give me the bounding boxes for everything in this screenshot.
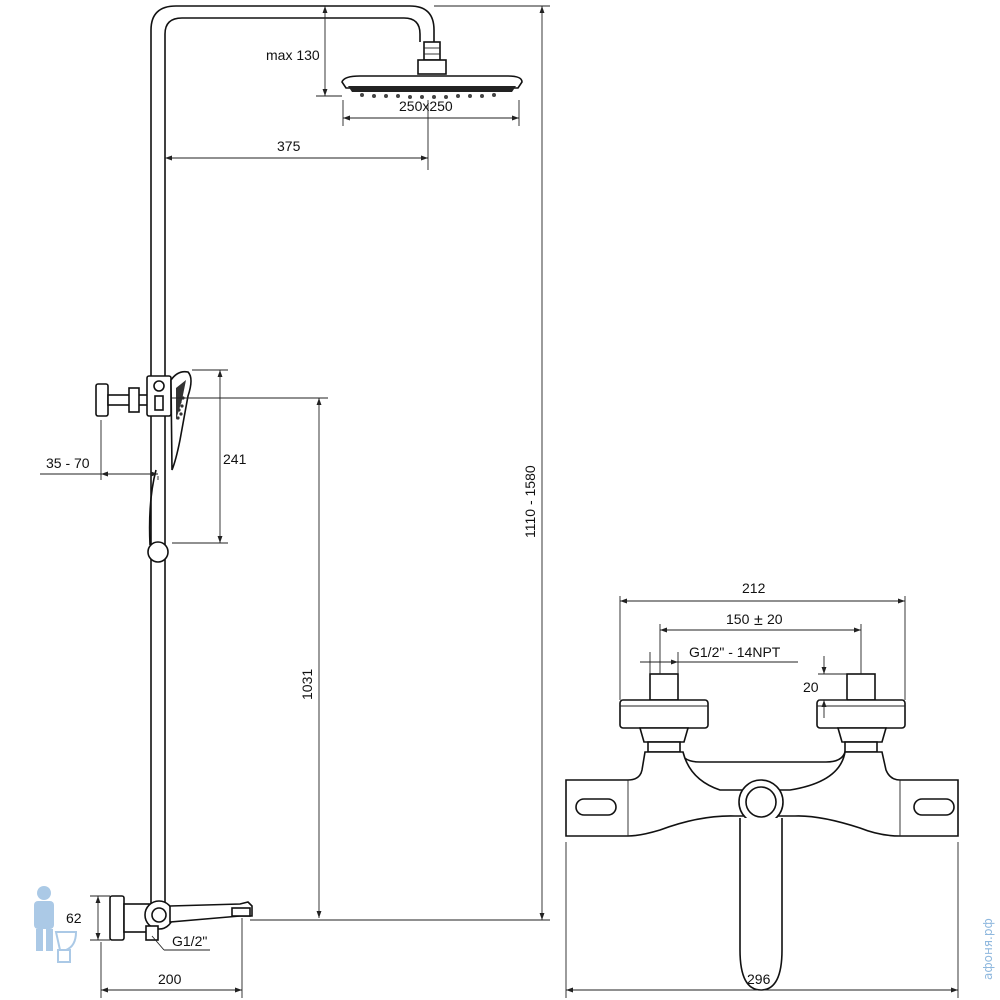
dim-holder-height: 1031 — [299, 669, 315, 700]
dim-mixer-width: 212 — [742, 580, 766, 596]
overhead-shower-head — [341, 75, 523, 99]
dim-bottom-height: 62 — [66, 910, 82, 926]
right-connector-stem — [846, 673, 876, 701]
riser-stopper — [147, 541, 169, 563]
watermark-text: афоня.рф — [981, 918, 995, 980]
label-inlet-thread: G1/2" — [172, 933, 207, 949]
dim-hand-shower: 241 — [223, 451, 247, 467]
dim-wall-offset: 35 - 70 — [46, 455, 90, 471]
tolerance-symbol: ± — [754, 612, 763, 629]
left-connector-stem — [649, 673, 679, 701]
head-connector — [423, 41, 441, 61]
slider-holder — [146, 375, 172, 417]
plumber-mascot-logo — [34, 886, 78, 963]
dim-spout-length: 200 — [158, 971, 182, 987]
mixer-side-view — [109, 895, 253, 941]
dim-head-height: max 130 — [266, 47, 320, 63]
riser-pipe-inner — [164, 17, 421, 910]
label-connector-thread: G1/2" - 14NPT — [689, 644, 781, 660]
hand-shower — [148, 370, 192, 546]
shower-column-view: max 130 250x250 375 35 - 70 241 1031 111… — [40, 5, 550, 998]
wall-bracket — [95, 383, 151, 417]
dim-inlet-tolerance: 20 — [767, 611, 783, 627]
dim-mixer-length: 296 — [747, 971, 771, 987]
riser-pipe — [150, 5, 435, 910]
dim-connector-depth: 20 — [803, 679, 819, 695]
left-wall-flange — [619, 699, 709, 729]
dim-total-height: 1110 - 1580 — [522, 465, 538, 538]
dim-inlet-spacing: 150 — [726, 611, 750, 627]
dim-arm-length: 375 — [277, 138, 301, 154]
right-wall-flange — [816, 699, 906, 729]
dim-head-size: 250x250 — [399, 98, 453, 114]
lever-handle — [739, 818, 783, 991]
mixer-front-view: 212 150 ± 20 G1/2" - 14NPT 20 296 — [565, 580, 959, 998]
